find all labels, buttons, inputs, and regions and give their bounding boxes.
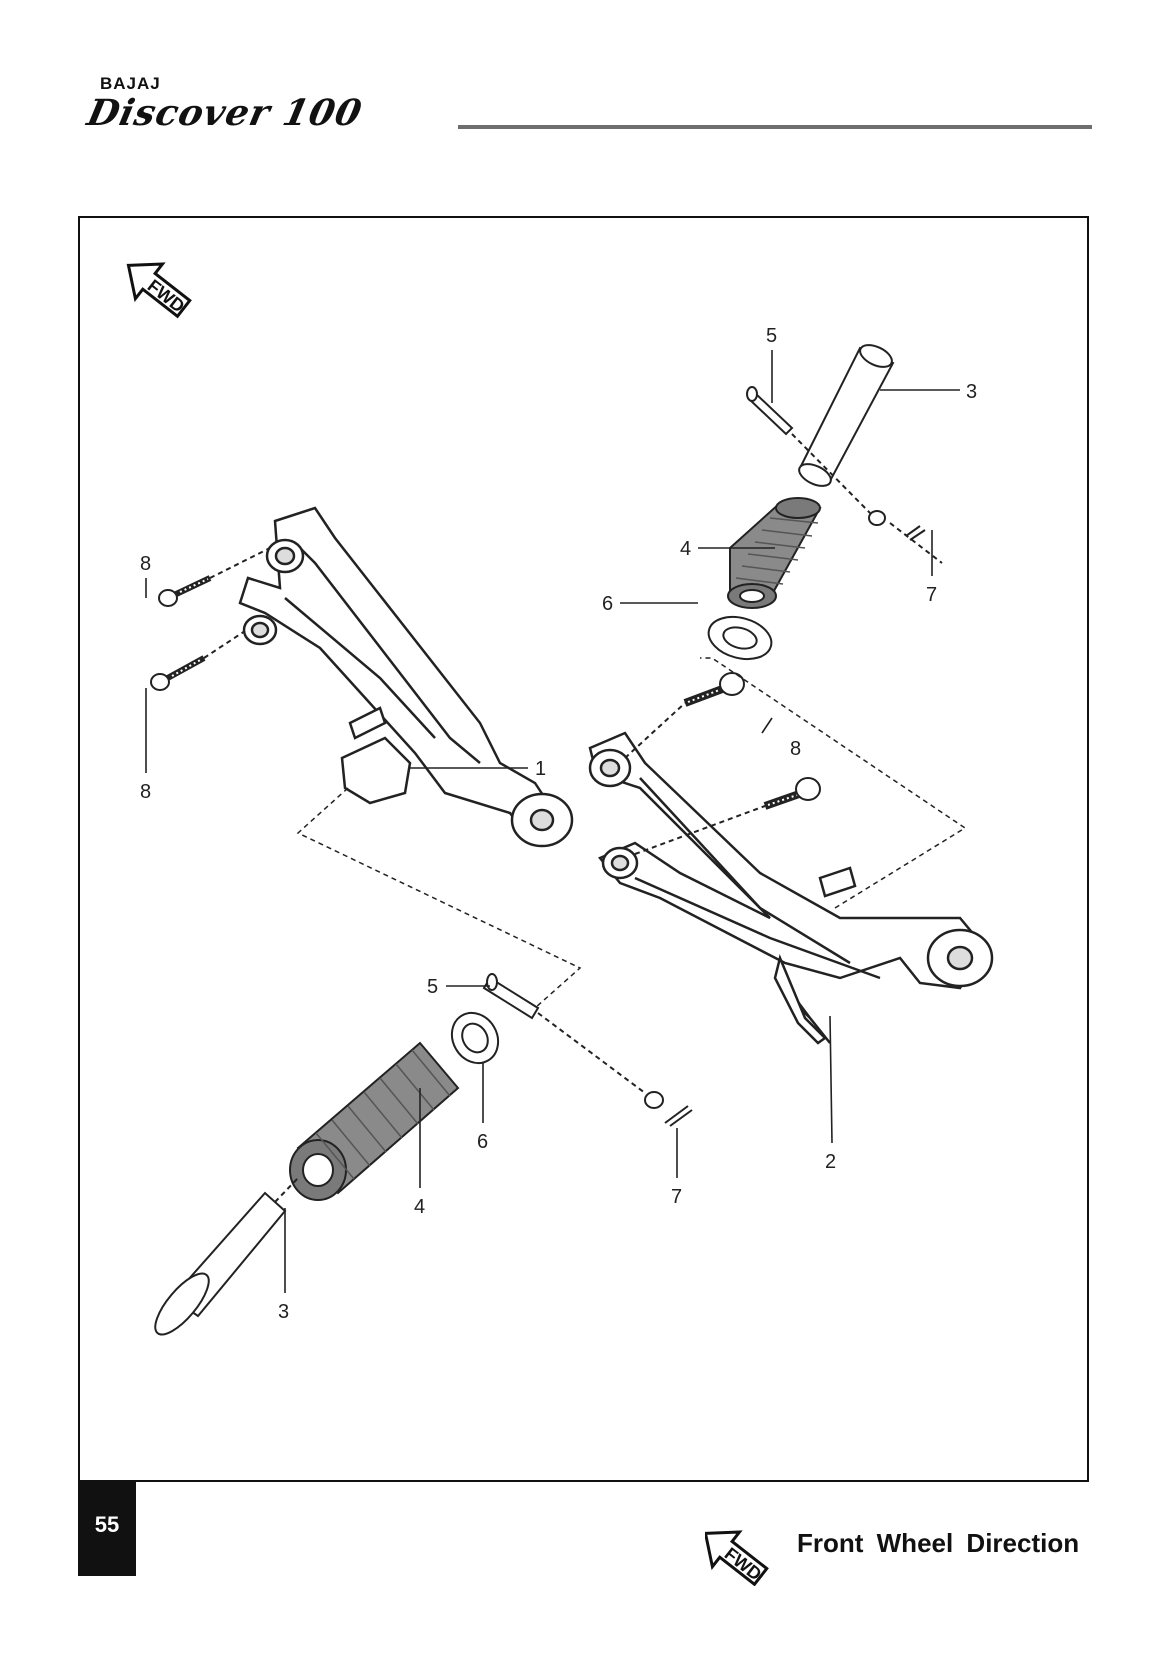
- exploded-view-diagram: FWD: [78, 216, 1089, 1482]
- callout-8-left-upper: 8: [140, 553, 151, 575]
- callout-1: 1: [535, 758, 546, 780]
- callout-8-left-lower: 8: [140, 781, 151, 803]
- footrest-shaft-upper: [798, 344, 895, 487]
- pin-upper: [746, 386, 871, 514]
- washer-lower: [450, 1011, 500, 1065]
- split-pin-lower: [644, 1091, 693, 1127]
- callout-4-lower: 4: [414, 1196, 425, 1218]
- washer-upper: [707, 615, 773, 661]
- brand-name: BAJAJ: [100, 74, 161, 93]
- legend-text: Front Wheel Direction: [797, 1528, 1080, 1558]
- callout-7-lower: 7: [671, 1186, 682, 1208]
- model-name: Discover 100: [83, 92, 367, 134]
- footrest-shaft-lower: [154, 1177, 299, 1336]
- bolt-right: [624, 672, 821, 855]
- split-pin-upper: [868, 510, 943, 564]
- leader-lines: [145, 350, 960, 1293]
- callout-4-upper: 4: [680, 538, 691, 560]
- diagram-svg: FWD: [126, 262, 994, 1336]
- fwd-arrow-icon: FWD: [126, 262, 192, 319]
- page-number: 55: [78, 1482, 136, 1576]
- bolt-left-upper: [158, 547, 271, 607]
- pin-lower: [482, 973, 646, 1094]
- footrest-bracket-left: [238, 506, 574, 848]
- footrest-rubber-upper: [727, 497, 822, 609]
- callout-6-upper: 6: [602, 593, 613, 615]
- bolt-left-lower: [150, 630, 246, 691]
- footrest-rubber-lower: [289, 1041, 460, 1201]
- callout-2: 2: [825, 1151, 836, 1173]
- callout-8-right: 8: [790, 738, 801, 760]
- header-rule: [458, 125, 1092, 129]
- callout-7-upper: 7: [926, 584, 937, 606]
- footrest-bracket-right: [588, 731, 994, 1045]
- callout-3-upper: 3: [966, 381, 977, 403]
- callout-6-lower: 6: [477, 1131, 488, 1153]
- callout-5-lower: 5: [427, 976, 438, 998]
- fwd-legend-arrow-icon: FWD: [705, 1530, 769, 1586]
- callout-5-upper: 5: [766, 325, 777, 347]
- callout-3-lower: 3: [278, 1301, 289, 1323]
- fwd-legend: FWD Front Wheel Direction: [705, 1506, 1095, 1586]
- guide-line-right: [700, 657, 967, 909]
